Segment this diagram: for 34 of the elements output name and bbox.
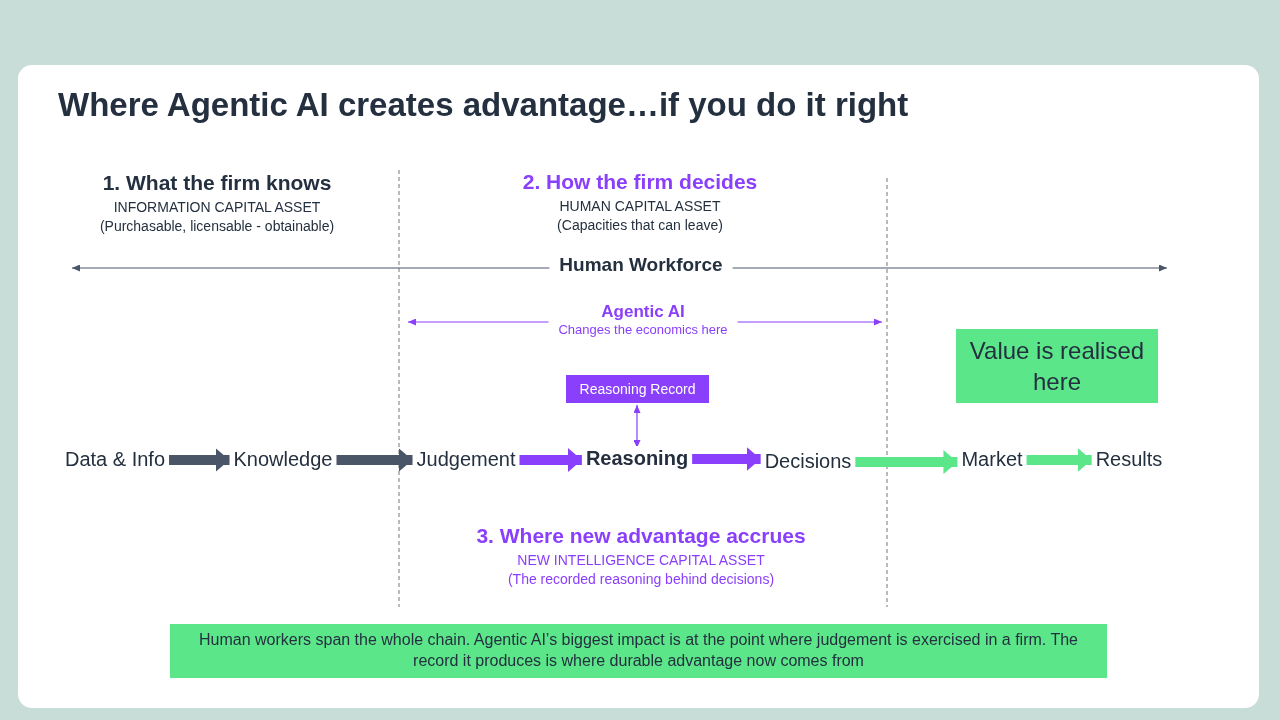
- record-box: Reasoning Record: [566, 375, 709, 403]
- asset-note: (Capacities that can leave): [557, 217, 723, 233]
- workforce-label: Human Workforce: [559, 254, 723, 277]
- chain-step: Reasoning: [585, 446, 689, 470]
- arrow: [633, 404, 641, 449]
- chain-step: Knowledge: [233, 447, 333, 471]
- chain-step: Data & Info: [64, 447, 166, 471]
- section-heading: 2. How the firm decides: [522, 170, 758, 194]
- asset-type: INFORMATION CAPITAL ASSET: [113, 199, 321, 215]
- arrow: [407, 318, 550, 326]
- agentic-ai-note: Changes the economics here: [558, 322, 728, 338]
- asset-note: (The recorded reasoning behind decisions): [507, 571, 775, 587]
- chain-step: Market: [961, 447, 1023, 471]
- block-arrow: [855, 450, 958, 474]
- slide-title: Where Agentic AI creates advantage…if you do it right: [58, 86, 909, 124]
- asset-type: HUMAN CAPITAL ASSET: [559, 198, 721, 214]
- asset-type: NEW INTELLIGENCE CAPITAL ASSET: [517, 552, 765, 568]
- section-heading: 1. What the firm knows: [102, 171, 332, 195]
- chain-step: Judgement: [416, 447, 516, 471]
- block-arrow: [1026, 448, 1092, 472]
- value-box: Value is realised here: [956, 329, 1158, 403]
- agentic-ai-label: Agentic AI: [600, 302, 686, 323]
- block-arrow: [336, 448, 413, 472]
- asset-note: (Purchasable, licensable - obtainable): [99, 218, 335, 234]
- arrow: [732, 264, 1168, 272]
- arrow: [736, 318, 883, 326]
- section-heading: 3. Where new advantage accrues: [476, 524, 806, 548]
- arrow: [71, 264, 550, 272]
- chain-step: Results: [1095, 447, 1163, 471]
- block-arrow: [169, 448, 230, 472]
- block-arrow: [519, 448, 582, 472]
- chain-step: Decisions: [764, 449, 852, 473]
- block-arrow: [692, 447, 761, 471]
- summary-box: Human workers span the whole chain. Agentic AI’s biggest impact is at the point where judgement is exercised in a firm. The record it produces is where durable advantage now comes from: [170, 624, 1107, 678]
